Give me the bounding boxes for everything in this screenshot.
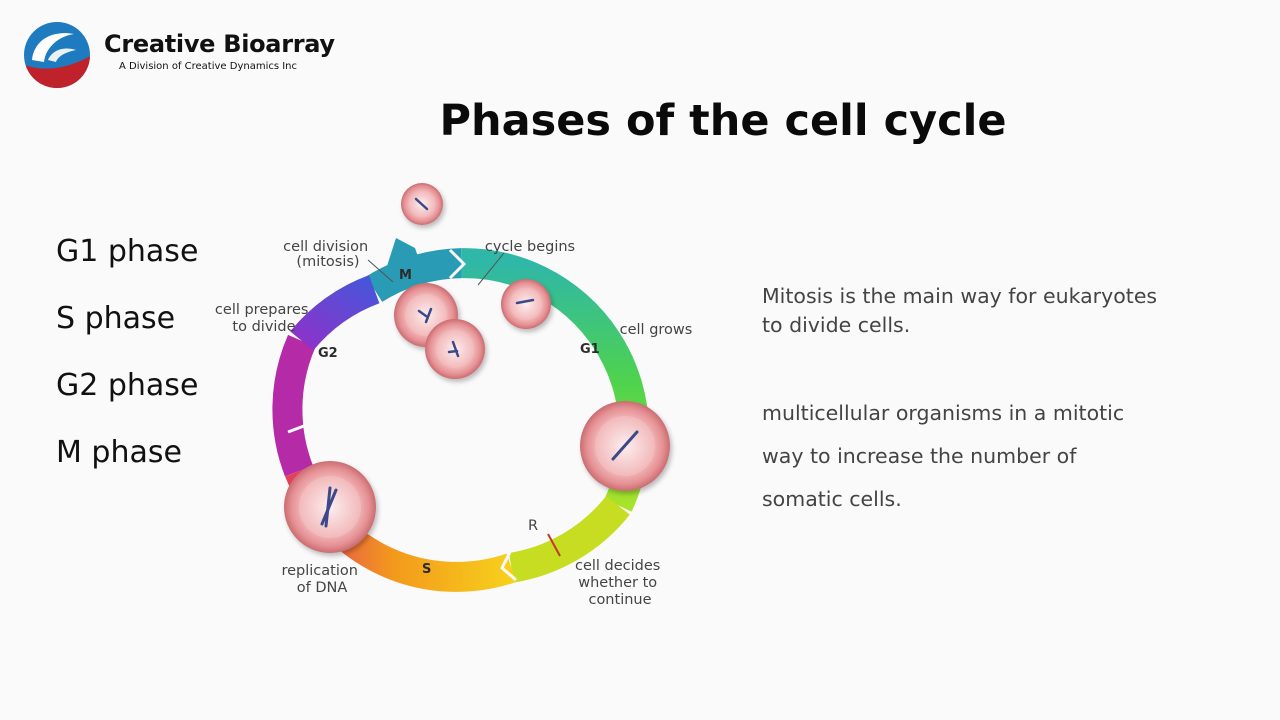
ring-segment-g2-late: [272, 334, 316, 477]
brand-name: Creative Bioarray: [104, 30, 335, 58]
annotation-leaders: [367, 252, 505, 286]
phase-item-s: S phase: [56, 301, 176, 336]
annotation-cell-prepares: cell prepares to divide: [215, 302, 313, 335]
cell-s-phase: [284, 461, 376, 553]
annotation-cell-decides: cell decides whether to continue: [575, 558, 665, 608]
annotation-cell-grows: cell grows: [620, 322, 693, 338]
ring-segment-late-g1: [508, 495, 630, 583]
phase-list: G1 phase S phase G2 phase M phase: [56, 228, 198, 496]
cell-dividing: [394, 283, 485, 379]
label-g2: G2: [318, 346, 338, 361]
ring-segment-g2: [290, 275, 380, 351]
brand-subtitle: A Division of Creative Dynamics Inc: [119, 61, 298, 72]
annotation-cell-division: cell division (mitosis): [283, 239, 373, 270]
phase-item-g1: G1 phase: [56, 234, 199, 269]
description-line: way to increase the number of: [762, 444, 1077, 468]
cell-top: [401, 183, 443, 225]
description-line: to divide cells.: [762, 313, 911, 337]
label-m: M: [399, 268, 412, 283]
cell-early-g1: [501, 279, 551, 329]
description-line: Mitosis is the main way for eukaryotes: [762, 284, 1158, 308]
annotation-replication: replication of DNA: [281, 563, 362, 596]
phase-item-m: M phase: [56, 435, 182, 470]
mitosis-exit-arrow: [380, 238, 424, 288]
cell-late-g1: [580, 401, 670, 491]
company-logo: Creative Bioarray A Division of Creative…: [22, 20, 342, 90]
description-paragraph-1: Mitosis is the main way for eukaryotes t…: [762, 282, 1202, 340]
restriction-point-marker: [547, 533, 561, 557]
phase-item-g2: G2 phase: [56, 368, 199, 403]
slide-title: Phases of the cell cycle: [439, 96, 1007, 146]
description-paragraph-2: multicellular organisms in a mitotic way…: [762, 392, 1202, 521]
description-line: somatic cells.: [762, 487, 902, 511]
cell-cycle-diagram: M G1 S G2 R cell division (m: [215, 183, 693, 608]
ring-notches: [287, 248, 517, 582]
logo-globe-icon: [24, 22, 90, 88]
description-line: multicellular organisms in a mitotic: [762, 401, 1125, 425]
annotation-cycle-begins: cycle begins: [485, 239, 575, 255]
label-r: R: [528, 518, 538, 534]
label-s: S: [422, 562, 431, 577]
label-g1: G1: [580, 342, 600, 357]
